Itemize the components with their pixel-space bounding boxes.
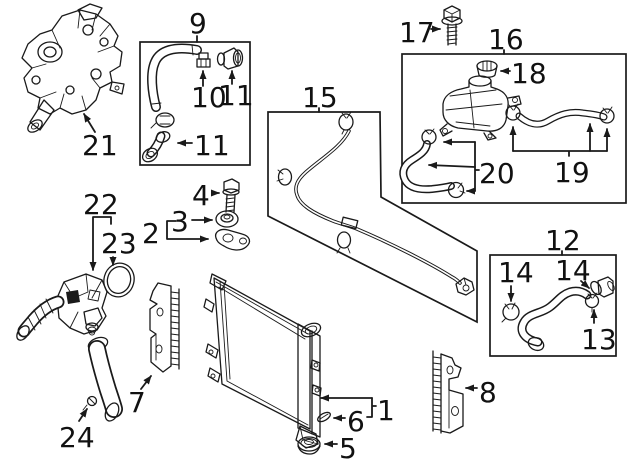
callout-13-label[interactable]: 13	[581, 323, 617, 356]
group-bracket-hardware: 4 3 2	[142, 178, 251, 251]
callout-23-label[interactable]: 23	[101, 227, 137, 260]
part-10-clip-drawing	[196, 52, 211, 68]
callout-12-label[interactable]: 12	[545, 224, 581, 257]
callout-2[interactable]: 2	[142, 217, 209, 250]
part-5-mount-drawing	[297, 436, 321, 455]
part-14-clamp-left-drawing	[501, 302, 520, 323]
callout-7[interactable]: 7	[128, 375, 152, 419]
group-box-9: 9	[139, 7, 254, 166]
callout-14-right-label[interactable]: 14	[555, 254, 591, 287]
part-3-washer-drawing	[215, 210, 239, 228]
callout-20-label[interactable]: 20	[479, 157, 515, 190]
callout-24[interactable]: 24	[59, 408, 95, 454]
callout-17-label[interactable]: 17	[399, 16, 435, 49]
part-24-hose-drawing	[82, 336, 123, 422]
part-19-hose-drawing	[505, 103, 615, 128]
callout-23[interactable]: 23	[101, 227, 137, 266]
callout-11-lower-label[interactable]: 11	[194, 129, 230, 162]
part-2-bracket-drawing	[214, 228, 251, 251]
part-7-side-bracket-drawing	[149, 282, 180, 373]
callout-5-label[interactable]: 5	[339, 432, 357, 465]
callout-21-label[interactable]: 21	[82, 129, 118, 162]
callout-1-label[interactable]: 1	[377, 394, 395, 427]
callout-19[interactable]: 19	[509, 123, 611, 189]
callout-11-upper-label[interactable]: 11	[218, 79, 254, 112]
callout-2-label[interactable]: 2	[142, 217, 160, 250]
callout-22-label[interactable]: 22	[83, 188, 119, 221]
part-14-fitting-right-drawing	[590, 276, 615, 298]
callout-3-label[interactable]: 3	[171, 205, 189, 238]
part-1-radiator-drawing	[203, 273, 322, 449]
callout-14-left[interactable]: 14	[498, 256, 534, 302]
callout-11-lower[interactable]: 11	[177, 129, 230, 162]
callout-6-label[interactable]: 6	[347, 405, 365, 438]
callout-4-label[interactable]: 4	[192, 179, 210, 212]
callout-10[interactable]: 10	[191, 70, 227, 114]
callout-18-label[interactable]: 18	[511, 57, 547, 90]
group-box-15: 15	[267, 81, 478, 324]
callout-10-label[interactable]: 10	[191, 81, 227, 114]
part-16-reservoir-drawing	[439, 75, 522, 141]
callout-17[interactable]: 17	[399, 16, 441, 49]
callout-22[interactable]: 22	[83, 188, 119, 270]
part-17-bolt-drawing	[441, 5, 463, 46]
part-13-clamp-drawing	[584, 292, 600, 313]
callout-11-upper[interactable]: 11	[218, 70, 254, 112]
group-box-16: 16 18	[399, 23, 627, 204]
callout-14-left-label[interactable]: 14	[498, 256, 534, 289]
part-8-side-bracket-drawing	[432, 350, 464, 434]
callout-4[interactable]: 4	[192, 179, 220, 212]
callout-19-label[interactable]: 19	[554, 156, 590, 189]
part-18-cap-drawing	[476, 60, 498, 78]
part-22-inlet-pipe-drawing	[16, 273, 108, 341]
callout-1[interactable]: 1	[320, 394, 395, 427]
callout-5[interactable]: 5	[324, 432, 357, 465]
part-11-fitting-drawing	[216, 47, 244, 70]
callout-8-label[interactable]: 8	[479, 376, 497, 409]
callout-16-label[interactable]: 16	[488, 23, 524, 56]
callout-8[interactable]: 8	[465, 376, 497, 409]
part-21-water-pump-drawing	[21, 3, 125, 133]
part-20-hose-drawing	[399, 128, 466, 199]
part-9-hose-drawing	[147, 43, 202, 112]
callout-3[interactable]: 3	[171, 205, 213, 238]
callout-9-label[interactable]: 9	[189, 7, 207, 40]
part-6-pin-drawing	[317, 411, 331, 423]
callout-15-label[interactable]: 15	[302, 81, 338, 114]
group-box-12: 12 14 14 13	[489, 224, 617, 357]
callout-6[interactable]: 6	[333, 405, 365, 438]
callout-13[interactable]: 13	[581, 309, 617, 356]
callout-20[interactable]: 20	[428, 138, 515, 195]
callout-18[interactable]: 18	[500, 57, 547, 90]
callout-7-label[interactable]: 7	[128, 386, 146, 419]
part-12-hose-drawing	[517, 286, 592, 352]
part-15-tube-drawing	[276, 111, 475, 296]
part-11-elbow-clamp-drawing	[141, 131, 171, 163]
part-4-bolt-drawing	[222, 178, 240, 213]
callout-21[interactable]: 21	[82, 113, 118, 162]
part-23-oring-drawing	[103, 262, 135, 298]
callout-24-label[interactable]: 24	[59, 421, 95, 454]
callout-14-right[interactable]: 14	[555, 254, 591, 289]
part-11-clamp-mid-drawing	[150, 112, 175, 129]
